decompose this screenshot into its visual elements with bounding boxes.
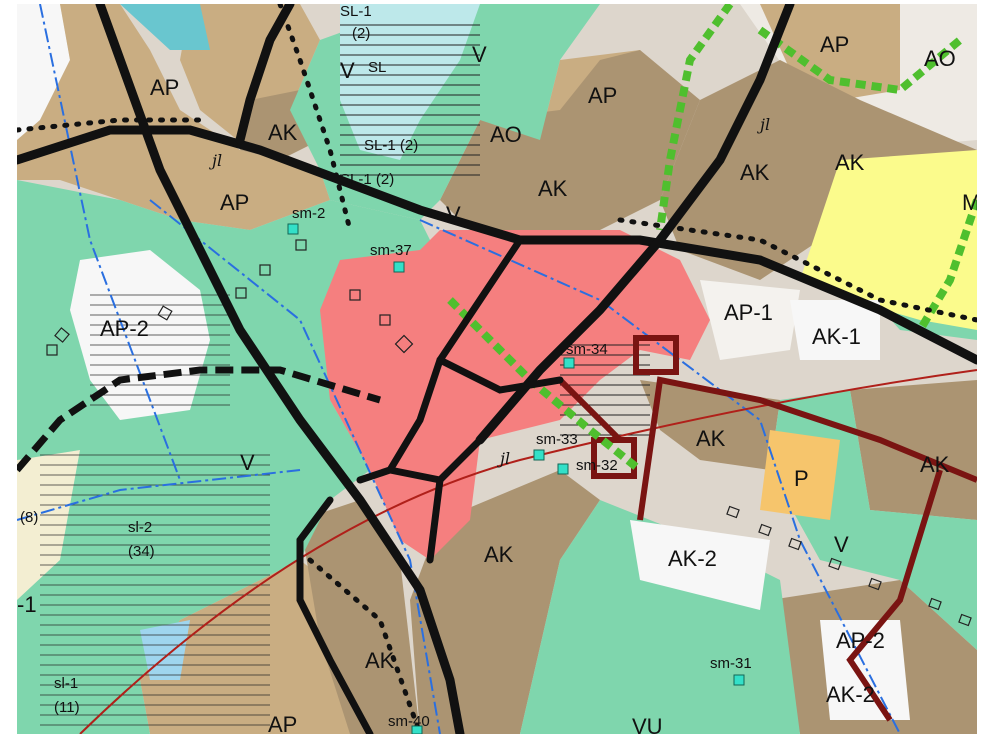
- zone-yellow: [800, 150, 977, 330]
- label-sl1-small: sl-1: [54, 675, 78, 692]
- dashed-road: [14, 366, 382, 473]
- zone-ak-bottomleft: [300, 500, 420, 734]
- sm-site-markers: [287, 223, 745, 734]
- label-dash1: -1: [17, 592, 37, 617]
- zone-ap2-bottom: [820, 620, 910, 720]
- hatch-top: [340, 20, 480, 180]
- hatch-left: [90, 290, 230, 410]
- label-ap2: AP-2: [100, 316, 149, 341]
- label-jl: jl: [209, 151, 222, 170]
- zone-ap-right-top: [760, 4, 900, 100]
- label-ap2: AP-2: [836, 628, 885, 653]
- white-area-topleft: [17, 4, 70, 140]
- zone-labels: AP AP AP AP AP AK AK AK AK AK AK AK AK A…: [17, 3, 980, 734]
- label-ak: AK: [920, 452, 950, 477]
- label-sl2-num: (34): [128, 543, 155, 560]
- label-m-edge: M: [962, 190, 980, 215]
- label-sl1-small-num: (11): [54, 699, 80, 716]
- label-v: V: [240, 450, 255, 475]
- label-ak2: AK-2: [826, 682, 875, 707]
- label-jl: jl: [757, 115, 770, 134]
- label-sl: SL: [368, 59, 386, 76]
- label-vu: VU: [632, 714, 663, 734]
- label-ak: AK: [538, 176, 568, 201]
- label-sm37: sm-37: [370, 242, 412, 259]
- zone-parking: [760, 430, 840, 520]
- label-sm33: sm-33: [536, 431, 578, 448]
- railway: [79, 369, 978, 734]
- label-ap1: AP-1: [724, 300, 773, 325]
- zone-ap1: [700, 280, 800, 360]
- label-sl1-num: (2): [352, 25, 370, 42]
- dotted-boundaries: [14, 1, 980, 734]
- label-v-right: V: [834, 532, 849, 557]
- building-outlines: [46, 239, 972, 627]
- label-sm31: sm-31: [710, 655, 752, 672]
- green-routes: [447, 1, 981, 474]
- label-jl: jl: [497, 449, 510, 468]
- frame-left: [0, 0, 17, 734]
- label-ak: AK: [835, 150, 865, 175]
- zone-ak1: [790, 300, 880, 360]
- label-ap: AP: [268, 712, 297, 734]
- main-roads: [12, 0, 982, 734]
- label-ak: AK: [365, 648, 395, 673]
- label-ak2: AK-2: [668, 546, 717, 571]
- label-ak: AK: [268, 120, 298, 145]
- label-v: V: [340, 58, 355, 83]
- label-ao: AO: [924, 46, 956, 71]
- label-ak1: AK-1: [812, 324, 861, 349]
- center-streets: [296, 236, 564, 734]
- label-sl2: sl-2: [128, 519, 152, 536]
- label-ak: AK: [696, 426, 726, 451]
- label-ap: AP: [588, 83, 617, 108]
- zone-ak2: [630, 520, 770, 610]
- label-v: V: [472, 42, 487, 67]
- label-p: P: [794, 466, 809, 491]
- label-ao: AO: [490, 122, 522, 147]
- water-top: [120, 4, 210, 50]
- label-sl1: SL-1: [340, 3, 372, 20]
- label-sl1b: SL-1 (2): [364, 137, 418, 154]
- zone-ak-mid: [440, 50, 700, 230]
- label-sm40: sm-40: [388, 713, 430, 730]
- zone-ap-left: [17, 4, 330, 230]
- hatch-center: [560, 340, 650, 440]
- label-v: V: [446, 202, 461, 227]
- label-sl1c: SL-1 (2): [340, 171, 394, 188]
- zone-ak-bottom: [410, 470, 600, 734]
- frame-right: [977, 0, 985, 734]
- frame-top: [0, 0, 985, 4]
- label-ap: AP: [150, 75, 179, 100]
- label-num8: (8): [20, 509, 38, 526]
- label-sm34: sm-34: [566, 341, 608, 358]
- label-ak: AK: [484, 542, 514, 567]
- label-ap: AP: [820, 32, 849, 57]
- label-ap: AP: [220, 190, 249, 215]
- label-ak: AK: [740, 160, 770, 185]
- zone-ak-farright: [850, 380, 977, 520]
- blue-boundaries: [16, 3, 901, 734]
- hatch-bottomleft: [40, 450, 270, 734]
- zone-ak-center: [640, 380, 780, 470]
- label-sm32: sm-32: [576, 457, 618, 474]
- label-sm2: sm-2: [292, 205, 325, 222]
